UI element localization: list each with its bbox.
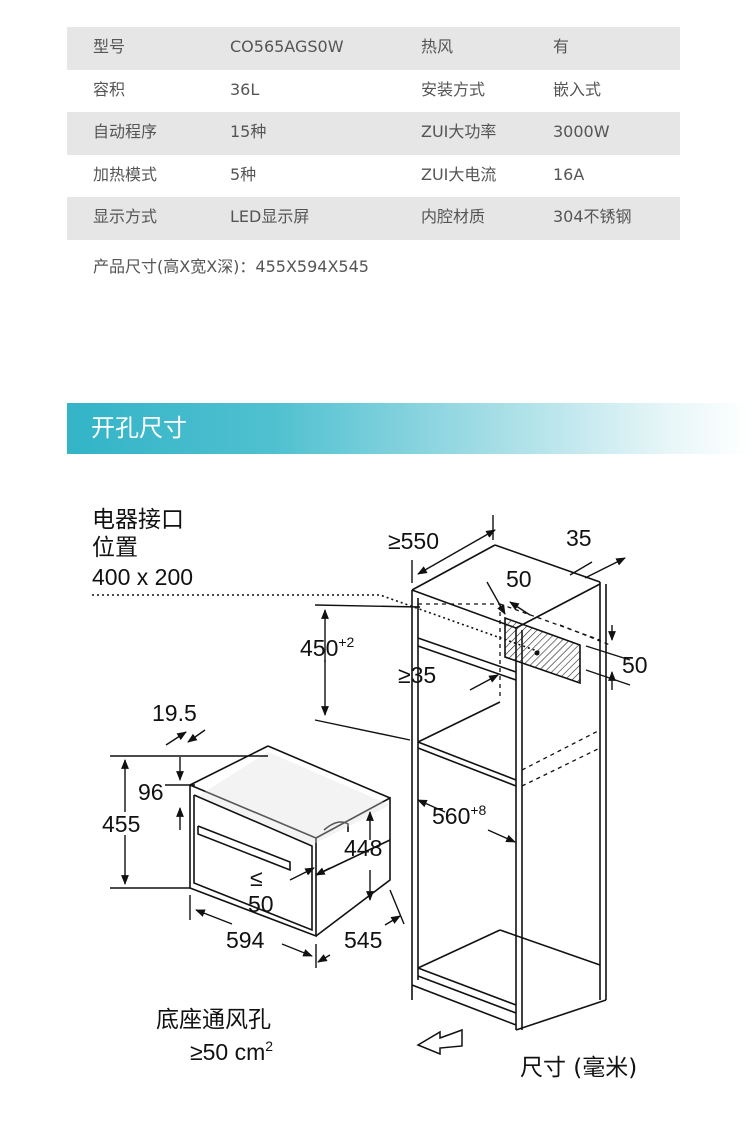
spec-row: 加热模式 5种 ZUI大电流 16A bbox=[67, 155, 680, 198]
section-header: 开孔尺寸 bbox=[67, 403, 750, 454]
spec-value: CO565AGS0W bbox=[230, 37, 344, 56]
spec-label: ZUI大电流 bbox=[421, 164, 497, 184]
width-594-label: 594 bbox=[226, 927, 265, 953]
spec-value: 304不锈钢 bbox=[553, 207, 632, 226]
connector-label-line2: 位置 bbox=[92, 535, 138, 561]
oven-unit bbox=[189, 745, 391, 938]
connector-right-50-label: 50 bbox=[622, 652, 648, 678]
connector-leader bbox=[92, 594, 541, 653]
spec-value: 有 bbox=[553, 37, 570, 56]
spec-row: 容积 36L 安装方式 嵌入式 bbox=[67, 70, 680, 113]
spec-value: 3000W bbox=[553, 122, 610, 141]
depth-545-label: 545 bbox=[344, 927, 382, 953]
gap-le-symbol: ≤ bbox=[250, 865, 263, 891]
spec-value: 15种 bbox=[230, 122, 267, 141]
connector-size-label: 400 x 200 bbox=[92, 564, 193, 590]
unit-label: 尺寸 (毫米) bbox=[520, 1055, 637, 1081]
oven-dimension-lines bbox=[110, 729, 405, 968]
vent-arrow bbox=[416, 1028, 463, 1056]
height-448-label: 448 bbox=[344, 835, 382, 861]
spec-row: 型号 CO565AGS0W 热风 有 bbox=[67, 27, 680, 70]
spec-value: 16A bbox=[553, 164, 585, 184]
spec-label: 型号 bbox=[93, 37, 126, 56]
spec-value: 36L bbox=[230, 79, 260, 99]
spec-value: LED显示屏 bbox=[230, 207, 310, 226]
spec-row: 显示方式 LED显示屏 内腔材质 304不锈钢 bbox=[67, 197, 680, 240]
spec-label: 自动程序 bbox=[93, 122, 158, 141]
spec-label: 显示方式 bbox=[93, 207, 158, 226]
vent-label-line1: 底座通风孔 bbox=[156, 1007, 271, 1033]
product-size-note: 产品尺寸(高X宽X深)：455X594X545 bbox=[93, 257, 369, 276]
oven-shadow bbox=[198, 752, 390, 845]
niche-width-label: ≥550 bbox=[388, 528, 439, 554]
spec-value: 嵌入式 bbox=[553, 79, 602, 99]
spec-value: 5种 bbox=[230, 164, 257, 184]
offset-19-5-label: 19.5 bbox=[152, 700, 197, 726]
depth-96-label: 96 bbox=[138, 779, 164, 805]
spec-table: 型号 CO565AGS0W 热风 有 容积 36L 安装方式 嵌入式 自动程序 … bbox=[67, 27, 680, 240]
spec-row: 自动程序 15种 ZUI大功率 3000W bbox=[67, 112, 680, 155]
spec-label: 加热模式 bbox=[93, 164, 158, 184]
spec-label: 热风 bbox=[421, 37, 454, 56]
gap-35-label: ≥35 bbox=[398, 662, 436, 688]
spec-label: 内腔材质 bbox=[421, 207, 486, 226]
height-455-label: 455 bbox=[102, 811, 140, 837]
side-35-label: 35 bbox=[566, 525, 592, 551]
spec-label: 容积 bbox=[93, 79, 126, 99]
connector-label-line1: 电器接口 bbox=[92, 507, 184, 533]
cabinet bbox=[411, 544, 607, 1031]
spec-label: 安装方式 bbox=[421, 79, 486, 99]
height-450-label: 450+2 bbox=[300, 634, 355, 661]
dimension-lines bbox=[314, 515, 631, 843]
spec-label: ZUI大功率 bbox=[421, 122, 497, 141]
vent-label-line2: ≥50 cm2 bbox=[190, 1038, 273, 1065]
gap-50-label: 50 bbox=[248, 891, 274, 917]
section-title: 开孔尺寸 bbox=[91, 414, 187, 442]
depth-560-label: 560+8 bbox=[432, 802, 487, 829]
connector-50-label: 50 bbox=[506, 566, 532, 592]
